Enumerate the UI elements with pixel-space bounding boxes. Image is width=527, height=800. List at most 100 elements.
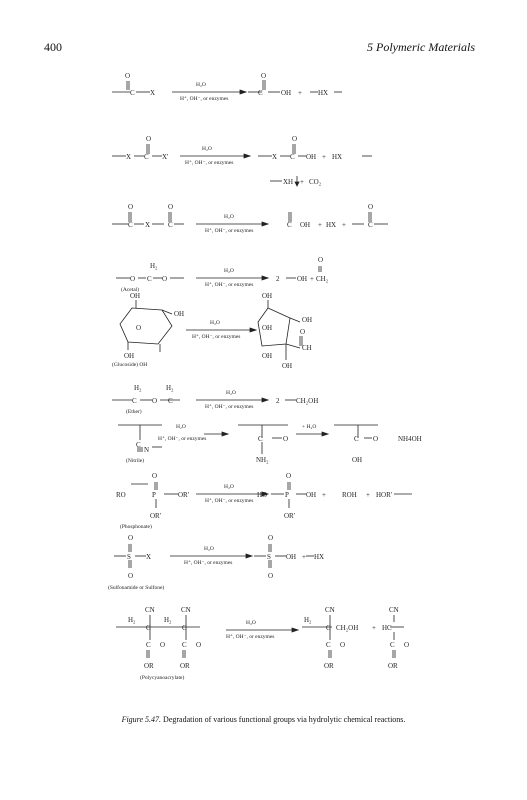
svg-text:O: O	[404, 641, 409, 649]
svg-text:H⁺, OH⁻, or enzymes: H⁺, OH⁻, or enzymes	[184, 560, 232, 566]
hx-product-3: HX	[326, 221, 336, 229]
svg-text:H₂O: H₂O	[226, 390, 236, 396]
svg-text:2: 2	[276, 275, 280, 283]
svg-text:H⁺, OH⁻, or enzymes: H⁺, OH⁻, or enzymes	[226, 634, 274, 640]
svg-text:CN: CN	[145, 606, 155, 614]
ether-label: (Ether)	[126, 408, 142, 415]
hx-product-2: HX	[332, 153, 342, 161]
svg-text:OH: OH	[302, 316, 312, 324]
svg-text:OH: OH	[286, 553, 296, 561]
svg-text:+: +	[300, 178, 304, 186]
svg-text:HC: HC	[382, 624, 392, 632]
alcohol-product-2: HOR'	[376, 491, 392, 499]
svg-text:C: C	[146, 641, 151, 649]
svg-text:H₂O: H₂O	[224, 484, 234, 490]
svg-text:OH: OH	[124, 352, 134, 360]
svg-text:OH: OH	[300, 221, 310, 229]
svg-text:N: N	[144, 446, 149, 454]
svg-text:+: +	[366, 491, 370, 499]
svg-text:O: O	[368, 203, 373, 211]
svg-text:C: C	[287, 221, 292, 229]
svg-text:O: O	[196, 641, 201, 649]
alcohol-product: ROH	[342, 491, 357, 499]
svg-text:H₂O: H₂O	[202, 146, 212, 152]
svg-text:C: C	[326, 641, 331, 649]
hx-product-1: HX	[318, 89, 328, 97]
svg-text:CN: CN	[181, 606, 191, 614]
svg-text:C: C	[182, 624, 187, 632]
svg-text:OH: OH	[352, 456, 362, 464]
svg-text:H₂: H₂	[150, 262, 158, 270]
svg-text:H⁺, OH⁻, or enzymes: H⁺, OH⁻, or enzymes	[205, 228, 253, 234]
svg-text:O: O	[373, 435, 378, 443]
svg-text:HO: HO	[257, 491, 267, 499]
svg-text:C: C	[146, 624, 151, 632]
svg-text:+ H₂O: + H₂O	[302, 424, 316, 430]
svg-text:C: C	[368, 221, 373, 229]
svg-text:+: +	[372, 624, 376, 632]
svg-text:OH: OH	[306, 491, 316, 499]
svg-text:H⁺, OH⁻, or enzymes: H⁺, OH⁻, or enzymes	[185, 160, 233, 166]
svg-text:OH: OH	[297, 275, 307, 283]
svg-text:OR': OR'	[178, 491, 189, 499]
figure-caption-text: Degradation of various functional groups…	[163, 715, 406, 724]
svg-text:+: +	[318, 221, 322, 229]
svg-text:H⁺, OH⁻, or enzymes: H⁺, OH⁻, or enzymes	[192, 334, 240, 340]
svg-text:O: O	[125, 72, 130, 80]
svg-text:+: +	[310, 275, 314, 283]
svg-text:O: O	[128, 203, 133, 211]
nitrile-label: (Nitrile)	[126, 457, 144, 464]
svg-text:H⁺, OH⁻, or enzymes: H⁺, OH⁻, or enzymes	[205, 282, 253, 288]
svg-text:O: O	[128, 572, 133, 580]
svg-text:OH: OH	[282, 362, 292, 370]
svg-text:RO: RO	[116, 491, 126, 499]
svg-text:CH₂: CH₂	[316, 275, 329, 283]
svg-text:O: O	[318, 256, 323, 264]
svg-text:O: O	[286, 472, 291, 480]
svg-text:OR: OR	[388, 662, 398, 670]
svg-text:XH: XH	[283, 178, 293, 186]
svg-text:H₂O: H₂O	[210, 320, 220, 326]
svg-text:O: O	[146, 135, 151, 143]
svg-text:H₂O: H₂O	[224, 268, 234, 274]
svg-text:O: O	[152, 472, 157, 480]
svg-text:O: O	[340, 641, 345, 649]
svg-text:OH: OH	[306, 153, 316, 161]
svg-text:O: O	[130, 275, 135, 283]
svg-text:H₂: H₂	[134, 384, 142, 392]
svg-text:+: +	[322, 153, 326, 161]
svg-text:O: O	[261, 72, 266, 80]
svg-text:+: +	[322, 491, 326, 499]
svg-text:OH: OH	[130, 292, 140, 300]
hx-product-4: HX	[314, 553, 324, 561]
svg-text:C: C	[258, 89, 263, 97]
svg-text:OH: OH	[281, 89, 291, 97]
svg-text:C: C	[258, 435, 263, 443]
svg-text:CN: CN	[325, 606, 335, 614]
page-number: 400	[44, 40, 62, 54]
cyanoacrylate-label: (Polycyanoacrylate)	[140, 674, 184, 681]
svg-text:O: O	[268, 572, 273, 580]
svg-text:H⁺, OH⁻, or enzymes: H⁺, OH⁻, or enzymes	[180, 96, 228, 102]
svg-text:X: X	[126, 153, 131, 161]
svg-text:H₂: H₂	[164, 616, 172, 624]
svg-text:OH: OH	[262, 324, 272, 332]
svg-text:CH₂OH: CH₂OH	[296, 397, 318, 405]
svg-text:O: O	[136, 324, 141, 332]
svg-text:OH: OH	[262, 352, 272, 360]
sulfonamide-label: (Sulfonamide or Sulfone)	[108, 584, 164, 591]
svg-text:C: C	[290, 153, 295, 161]
phosphate-label: (Phosphonate)	[120, 523, 152, 530]
svg-text:O: O	[300, 328, 305, 336]
svg-text:X': X'	[162, 153, 168, 161]
svg-text:CN: CN	[389, 606, 399, 614]
svg-text:C: C	[130, 89, 135, 97]
svg-text:OR': OR'	[150, 512, 161, 520]
svg-text:+: +	[298, 89, 302, 97]
svg-text:C: C	[132, 397, 137, 405]
svg-text:C: C	[144, 153, 149, 161]
svg-text:H₂: H₂	[166, 384, 174, 392]
svg-text:X: X	[150, 89, 155, 97]
svg-text:O: O	[162, 275, 167, 283]
